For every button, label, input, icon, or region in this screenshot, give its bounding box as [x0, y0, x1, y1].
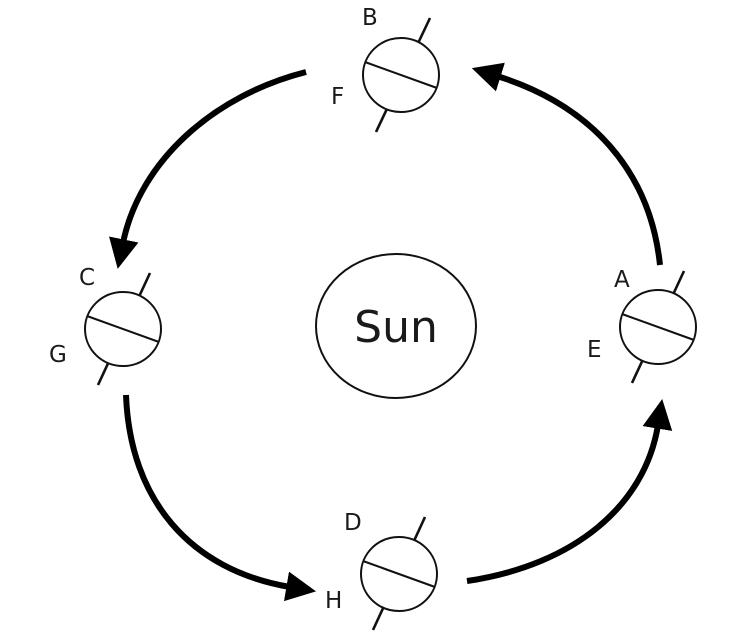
label-c: C — [79, 265, 95, 291]
orbit-arrow-left-to-bottom — [123, 394, 317, 602]
orbit-arrows — [109, 62, 673, 602]
sun: Sun — [315, 253, 477, 399]
label-f: F — [331, 84, 344, 110]
earth-right: A E — [587, 267, 697, 384]
orbit-arrow-top-to-left — [109, 69, 307, 269]
earth-equator — [86, 315, 160, 343]
earth-left: C G — [49, 265, 162, 386]
label-b: B — [362, 5, 378, 31]
label-e: E — [587, 337, 602, 363]
label-h: H — [325, 588, 342, 614]
earth-bottom: D H — [325, 510, 438, 631]
earth-top: B F — [331, 5, 440, 133]
earth-equator — [362, 560, 436, 588]
label-d: D — [344, 510, 362, 536]
orbit-arrow-right-to-top — [471, 62, 663, 266]
sun-circle — [315, 253, 477, 399]
earth-equator — [364, 61, 438, 89]
earth-equator — [621, 313, 695, 341]
label-a: A — [614, 267, 630, 293]
orbit-arrow-bottom-to-right — [466, 398, 673, 584]
sun-label: Sun — [354, 302, 438, 353]
label-g: G — [49, 342, 67, 368]
